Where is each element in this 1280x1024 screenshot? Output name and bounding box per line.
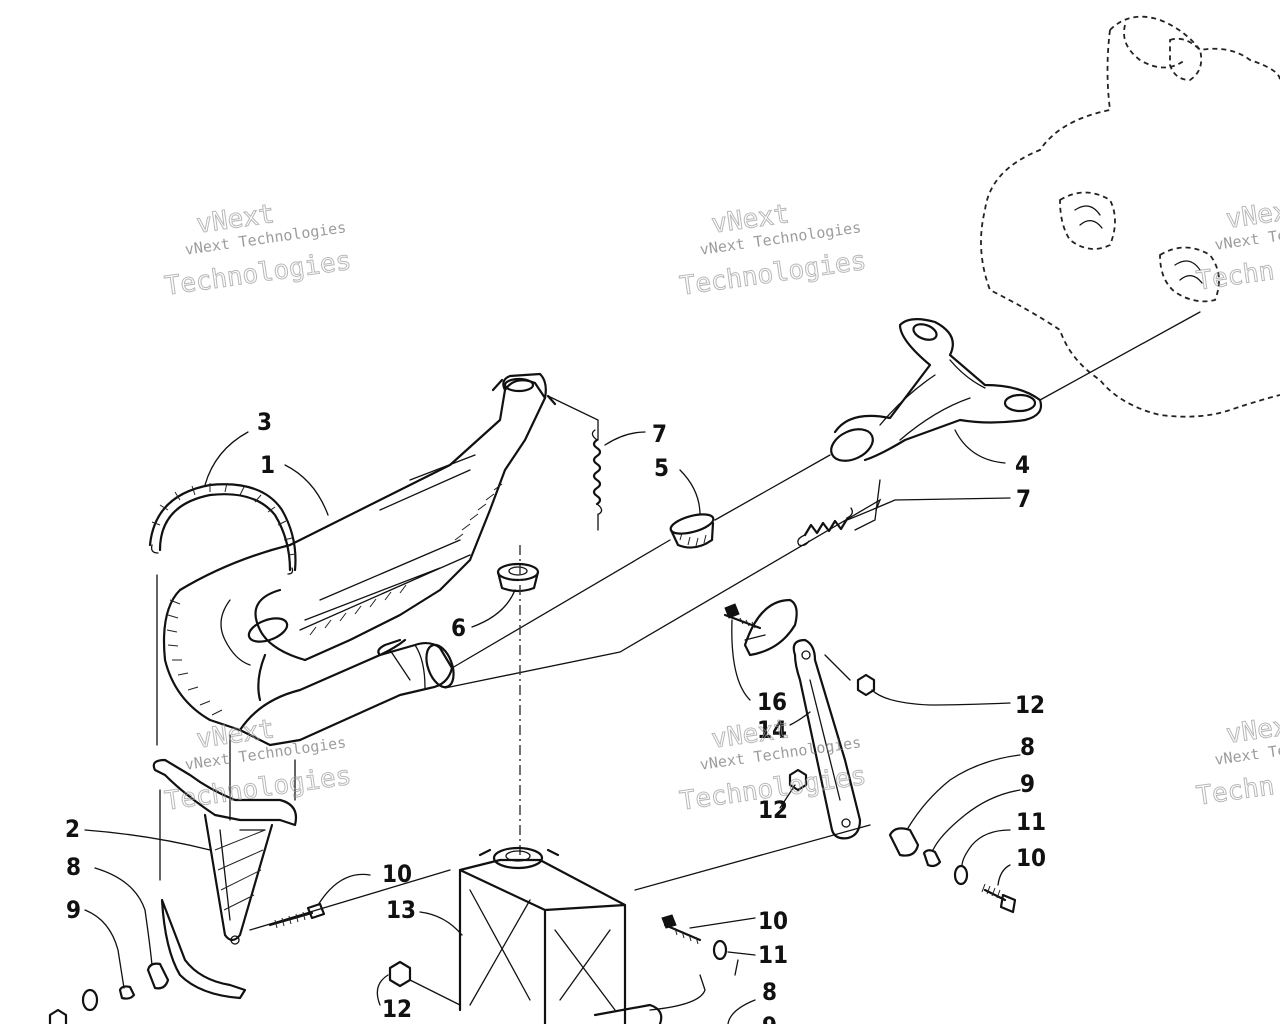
hanger-bracket <box>152 758 298 945</box>
callout-12-bracket: 12 <box>1015 691 1045 719</box>
heat-shield-strap <box>148 482 297 575</box>
left-hardware <box>48 898 326 1024</box>
callout-labels: 3 1 7 5 4 7 6 12 16 14 8 9 12 11 10 2 8 … <box>65 408 1046 1024</box>
callout-9-left: 9 <box>66 896 81 924</box>
callout-9-bottom: 9 <box>762 1012 777 1024</box>
callout-10-left: 10 <box>382 860 412 888</box>
callout-14: 14 <box>757 716 787 744</box>
exhaust-manifold <box>830 318 1043 462</box>
callout-6: 6 <box>451 614 466 642</box>
callout-8-right: 8 <box>1020 733 1035 761</box>
callout-11-center: 11 <box>758 941 788 969</box>
grommet <box>496 562 540 593</box>
callout-2: 2 <box>65 815 80 843</box>
watermark-mid-left: vNext vNext Technologies Technologies <box>162 714 353 818</box>
right-hardware <box>888 827 1017 914</box>
muffler <box>162 372 557 747</box>
watermark-top-right: vNext vNext Te Techn <box>1194 194 1280 297</box>
callout-3: 3 <box>257 408 272 436</box>
callout-1: 1 <box>260 451 275 479</box>
callout-12-mid: 12 <box>758 796 788 824</box>
spring-lower <box>797 507 853 547</box>
callout-5: 5 <box>654 454 669 482</box>
manifold-centerline <box>1039 311 1201 401</box>
watermark-top-center: vNext vNext Technologies Technologies <box>677 199 868 303</box>
watermark-mid-center: vNext vNext Technologies Technologies <box>677 714 868 818</box>
svg-text:Techn: Techn <box>1195 256 1277 297</box>
seal-ring <box>669 513 715 549</box>
callout-8-bottom: 8 <box>762 978 777 1006</box>
callout-10-center: 10 <box>758 907 788 935</box>
callout-8-left: 8 <box>66 853 81 881</box>
callout-12-bottom: 12 <box>382 995 412 1023</box>
mounting-bracket <box>723 598 876 840</box>
axis-lines <box>156 395 882 931</box>
callout-9-right: 9 <box>1020 770 1035 798</box>
spring-upper <box>591 429 603 515</box>
watermark-top-left: vNext vNext Technologies Technologies <box>162 199 353 303</box>
callout-13: 13 <box>386 896 416 924</box>
engine-outline <box>980 15 1280 418</box>
callout-7-upper: 7 <box>652 420 667 448</box>
callout-10-right: 10 <box>1016 844 1046 872</box>
center-hardware <box>388 914 728 1006</box>
callout-11-right: 11 <box>1016 808 1046 836</box>
svg-text:Techn: Techn <box>1195 771 1277 812</box>
callout-7-lower: 7 <box>1016 485 1031 513</box>
leader-lines <box>84 429 1021 1024</box>
watermark-mid-right: vNext vNext Te Techn <box>1194 709 1280 812</box>
callout-4: 4 <box>1015 451 1030 479</box>
support-box <box>458 846 663 1024</box>
callout-16: 16 <box>757 688 787 716</box>
